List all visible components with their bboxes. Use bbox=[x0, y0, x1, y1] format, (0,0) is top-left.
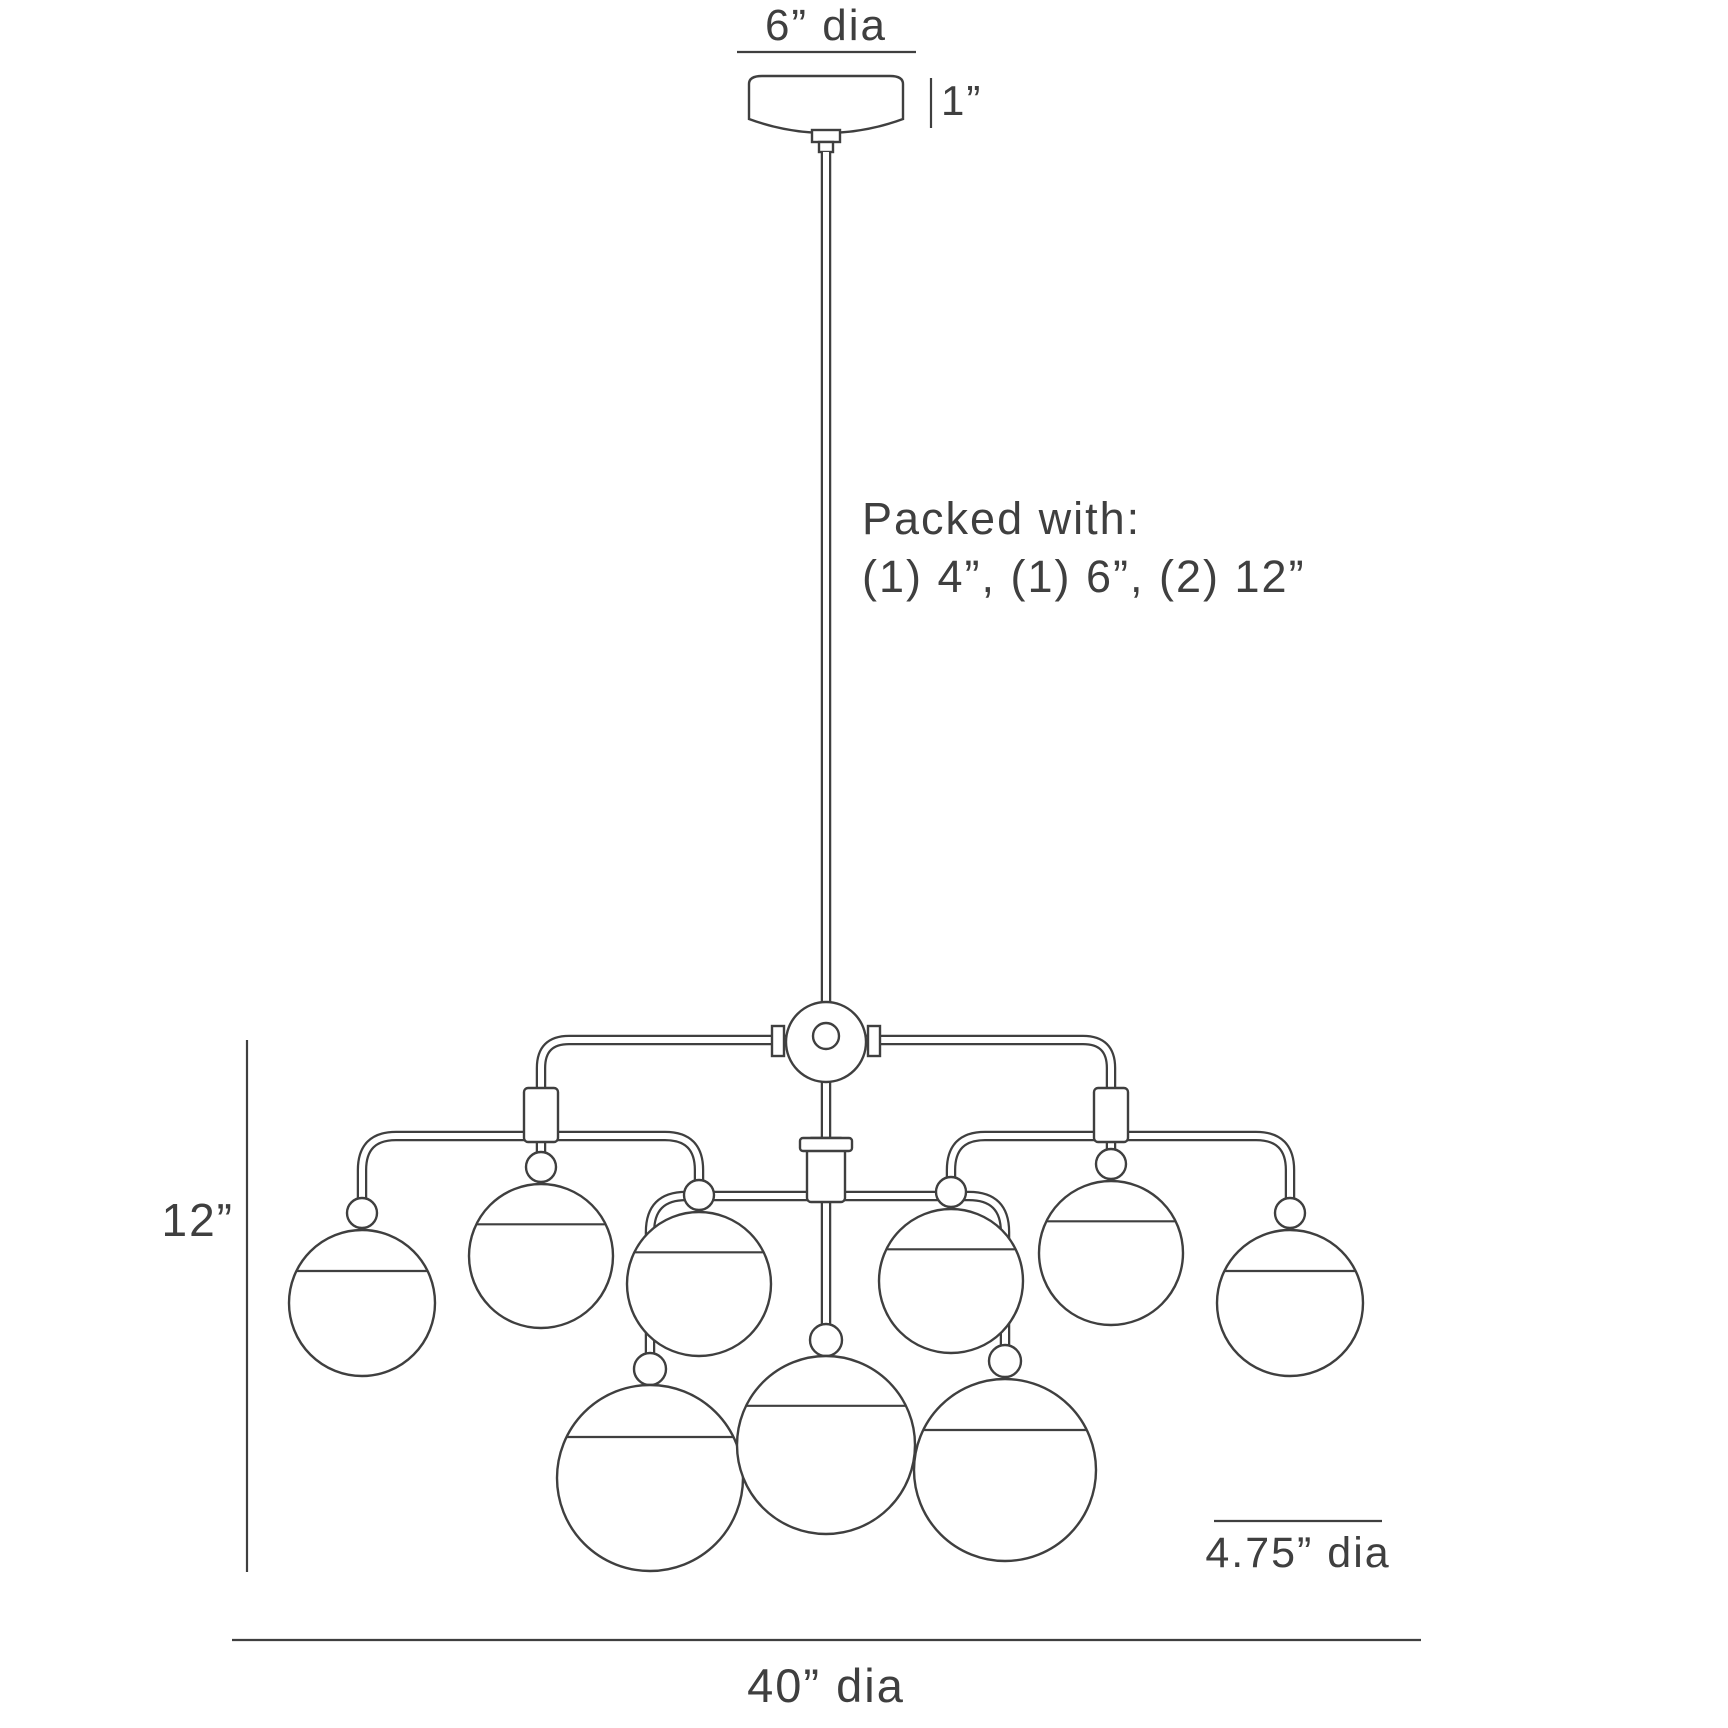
packed-with-items: (1) 4”, (1) 6”, (2) 12” bbox=[862, 551, 1306, 602]
globe-outline bbox=[555, 1383, 745, 1573]
ball-joint bbox=[1273, 1196, 1307, 1230]
globe-drop-left bbox=[467, 1150, 615, 1330]
junction-left bbox=[522, 1086, 560, 1144]
central-hub bbox=[784, 1000, 868, 1084]
packed-with-title: Packed with: bbox=[862, 493, 1141, 544]
globe-outline bbox=[467, 1182, 615, 1330]
globe-bottom-left bbox=[555, 1351, 745, 1573]
globe-outline bbox=[1037, 1179, 1185, 1327]
globe-outer-left bbox=[287, 1196, 437, 1378]
ball-joint bbox=[987, 1343, 1023, 1379]
ball-joint bbox=[934, 1175, 968, 1209]
canopy-height-label: 1” bbox=[941, 77, 982, 124]
tier-2-arms-right bbox=[945, 1130, 1296, 1198]
ball-joint bbox=[345, 1196, 379, 1230]
canopy-diameter-label: 6” dia bbox=[765, 1, 887, 50]
globe-inner-left bbox=[625, 1178, 773, 1358]
globe-outline bbox=[1215, 1228, 1365, 1378]
ball-joint bbox=[632, 1351, 668, 1387]
globe-inner-right bbox=[877, 1175, 1025, 1355]
fixture-height-label: 12” bbox=[162, 1194, 234, 1246]
junction-right bbox=[1092, 1086, 1130, 1144]
hub-arm-mount-right bbox=[866, 1024, 882, 1058]
globe-outer-right bbox=[1215, 1196, 1365, 1378]
overall-diameter-label: 40” dia bbox=[747, 1659, 905, 1712]
globe-diameter-label: 4.75” dia bbox=[1205, 1529, 1390, 1577]
globe-outline bbox=[625, 1210, 773, 1358]
dim-canopy-diameter: 6” dia bbox=[737, 1, 916, 54]
dim-canopy-height: 1” bbox=[929, 77, 982, 128]
junction-central-flange bbox=[798, 1136, 854, 1153]
tier-1-arm-right bbox=[826, 1034, 1117, 1092]
canopy-neck-collar bbox=[817, 140, 835, 154]
globe-drop-right bbox=[1037, 1147, 1185, 1327]
ball-joint bbox=[808, 1322, 844, 1358]
note-packed-with: Packed with: (1) 4”, (1) 6”, (2) 12” bbox=[862, 493, 1306, 602]
junction-central bbox=[798, 1136, 854, 1204]
globe-outline bbox=[877, 1207, 1025, 1355]
globe-outline bbox=[912, 1377, 1098, 1563]
ceiling-canopy bbox=[747, 74, 905, 154]
canopy-neck bbox=[810, 128, 842, 144]
dim-globe-diameter: 4.75” dia bbox=[1205, 1519, 1390, 1577]
globe-outline bbox=[287, 1228, 437, 1378]
globe-bottom-right bbox=[912, 1343, 1098, 1563]
canopy-body bbox=[747, 74, 905, 135]
tier-1-arm-left bbox=[535, 1034, 826, 1092]
hub-center-detail bbox=[811, 1021, 841, 1051]
ball-joint bbox=[524, 1150, 558, 1184]
hub-arm-mount-left bbox=[770, 1024, 786, 1058]
dim-overall-diameter: 40” dia bbox=[232, 1638, 1421, 1712]
ball-joint bbox=[1094, 1147, 1128, 1181]
dim-fixture-height: 12” bbox=[162, 1040, 249, 1572]
ball-joint bbox=[682, 1178, 716, 1212]
globe-outline bbox=[735, 1354, 917, 1536]
globe-bottom-center bbox=[735, 1322, 917, 1536]
